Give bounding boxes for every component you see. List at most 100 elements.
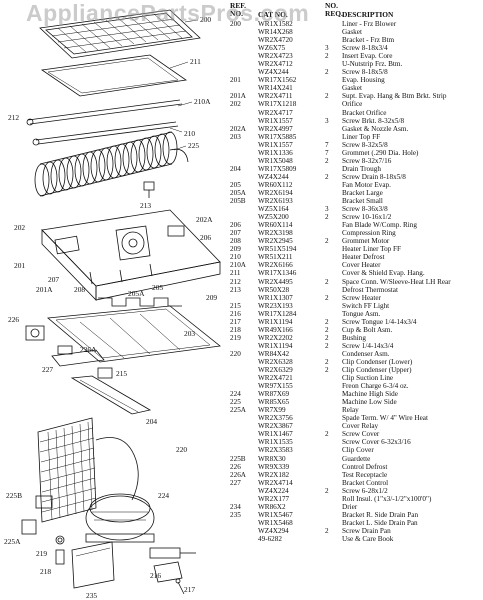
part-description: Bracket L. Side Drain Pan bbox=[342, 518, 418, 527]
part-description: Bracket Orifice bbox=[342, 108, 387, 117]
part-235-drain-pan-bracket-drawing bbox=[71, 541, 115, 589]
part-cat-no: WR17X1346 bbox=[258, 269, 297, 278]
part-ref-no: 213 bbox=[230, 285, 241, 294]
part-description: Defrost Thermostat bbox=[342, 285, 398, 294]
part-cat-no: WR1X1557 bbox=[258, 116, 293, 125]
part-cat-no: WR1X5048 bbox=[258, 156, 293, 165]
part-qty: 2 bbox=[325, 237, 329, 246]
part-description: Cover Relay bbox=[342, 422, 379, 431]
part-cat-no: WR2X6193 bbox=[258, 197, 293, 206]
part-qty: 2 bbox=[325, 341, 329, 350]
part-qty: 2 bbox=[325, 333, 329, 342]
part-description: Insert Evap. Core bbox=[342, 52, 393, 61]
part-qty: 2 bbox=[325, 430, 329, 439]
part-cat-no: WR2X2945 bbox=[258, 237, 293, 246]
part-204-drain-trough-drawing bbox=[70, 375, 152, 415]
callout-225: 225 bbox=[188, 141, 199, 150]
part-cat-no: WZ5X164 bbox=[258, 205, 289, 214]
part-qty: 2 bbox=[325, 293, 329, 302]
part-cat-no: WR23X193 bbox=[258, 301, 293, 310]
part-ref-no: 210 bbox=[230, 253, 241, 262]
part-description: Relay bbox=[342, 406, 359, 415]
part-ref-no: 203 bbox=[230, 132, 241, 141]
part-cat-no: WR17X5885 bbox=[258, 132, 297, 141]
part-cat-no: WR1X5468 bbox=[258, 518, 293, 527]
part-cat-no: WR51X211 bbox=[258, 253, 293, 262]
part-ref-no: 207 bbox=[230, 229, 241, 238]
part-cat-no: WR9X339 bbox=[258, 462, 290, 471]
part-234-drier-drawing bbox=[149, 547, 196, 559]
callout-202a: 202A bbox=[196, 215, 213, 224]
part-description: Test Receptacle bbox=[342, 470, 388, 479]
part-description: Liner Top FF bbox=[342, 132, 381, 141]
part-cat-no: WR17X5809 bbox=[258, 164, 297, 173]
part-description: Machine Low Side bbox=[342, 398, 397, 407]
part-description: Liner - Frz Blower bbox=[342, 20, 397, 28]
part-cat-no: WR2X3583 bbox=[258, 446, 293, 455]
part-qty: 2 bbox=[325, 213, 329, 222]
part-cat-no: WR1X5467 bbox=[258, 510, 293, 519]
part-225a-relay-drawing bbox=[21, 519, 37, 535]
part-description: Screw Drain Pan bbox=[342, 526, 391, 535]
parts-list-header: REF. NO. CAT NO. NO. REQ. DESCRIPTION bbox=[230, 2, 480, 20]
part-description: Guardette bbox=[342, 454, 371, 463]
part-description: Use & Care Book bbox=[342, 535, 394, 543]
callout-226a: 226A bbox=[80, 345, 97, 354]
part-ref-no: 217 bbox=[230, 317, 241, 326]
callout-235: 235 bbox=[86, 591, 97, 600]
part-ref-no: 235 bbox=[230, 510, 241, 519]
part-row: WR1X5468 Bracket L. Side Drain Pan bbox=[230, 519, 480, 527]
part-cat-no: WR2X3756 bbox=[258, 414, 293, 423]
callout-201: 201 bbox=[14, 261, 25, 270]
part-cat-no: WR1X1557 bbox=[258, 140, 293, 149]
part-cat-no: WR2X4721 bbox=[258, 374, 293, 383]
part-209-heater-drawing bbox=[98, 297, 182, 307]
part-ref-no: 227 bbox=[230, 478, 241, 487]
callout-209: 209 bbox=[206, 293, 217, 302]
part-description: Screw 8-32x7/16 bbox=[342, 156, 392, 165]
part-ref-no: 218 bbox=[230, 325, 241, 334]
part-cat-no: WR2X2202 bbox=[258, 333, 293, 342]
part-qty: 2 bbox=[325, 317, 329, 326]
part-cat-no: WZ6X75 bbox=[258, 44, 286, 53]
part-cat-no: WR2X4714 bbox=[258, 478, 293, 487]
part-ref-no: 209 bbox=[230, 245, 241, 254]
part-description: Bracket - Frz Btm bbox=[342, 36, 395, 45]
part-description: Screw Brkt. 8-32x5/8 bbox=[342, 116, 405, 125]
part-description: Condenser Asm. bbox=[342, 349, 390, 358]
part-ref-no: 208 bbox=[230, 237, 241, 246]
part-225-evaporator-coil-drawing bbox=[34, 131, 189, 197]
part-description: Screw Cover 6-32x3/16 bbox=[342, 438, 411, 447]
part-cat-no: WZ4X244 bbox=[258, 68, 289, 77]
part-qty: 2 bbox=[325, 172, 329, 181]
part-cat-no: WZ4X224 bbox=[258, 486, 289, 495]
part-description: Freon Charge 6-3/4 oz. bbox=[342, 382, 409, 391]
part-qty: 2 bbox=[325, 277, 329, 286]
